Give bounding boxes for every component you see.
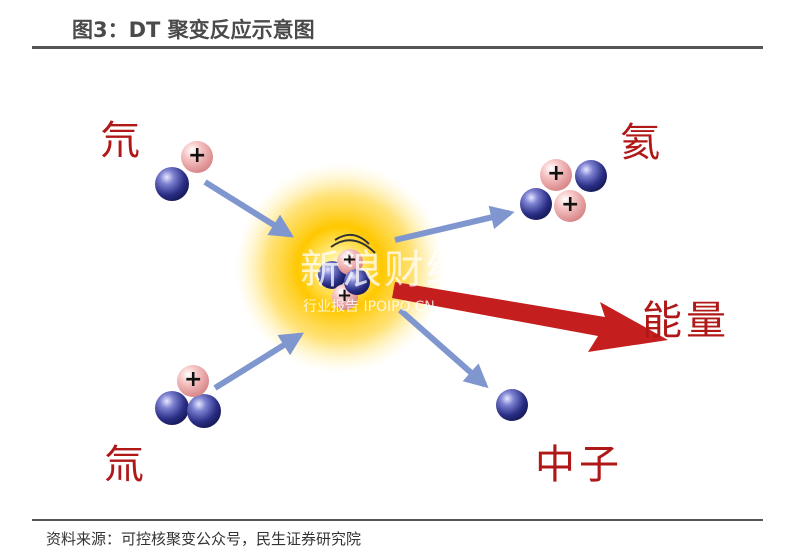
deuterium-nucleus (155, 141, 213, 201)
figure-title: 图3：DT 聚变反应示意图 (72, 18, 315, 42)
tritium-nucleus (155, 365, 221, 428)
free-neutron (496, 389, 528, 421)
proton-plus-sign: + (337, 285, 353, 306)
proton-plus-sign: + (547, 161, 566, 186)
tritium-arrow (213, 332, 305, 391)
proton-plus-sign: + (188, 143, 207, 168)
helium-arrow (394, 205, 515, 243)
tritium-label: 氚 (104, 442, 144, 488)
neutron-label: 中子 (535, 442, 623, 488)
deuterium-arrow (203, 179, 295, 238)
source-divider (32, 519, 763, 521)
neutron-arrow (398, 307, 489, 389)
proton-plus-sign: + (342, 249, 358, 270)
proton-plus-sign: + (184, 367, 203, 392)
watermark-logo: 新浪财经 (300, 247, 468, 293)
proton-plus-sign: + (561, 192, 580, 217)
helium-label: 氦 (620, 120, 660, 166)
title-divider (32, 46, 763, 49)
center-nucleus (318, 233, 376, 310)
energy-label: 能量 (642, 298, 730, 344)
energy-arrow (392, 282, 668, 352)
source-note: 资料来源：可控核聚变公众号，民生证券研究院 (46, 530, 362, 548)
watermark-subtext: 行业报告 IPOIPO.CN (303, 299, 435, 315)
helium-nucleus (520, 159, 607, 222)
deuterium-label: 氘 (100, 118, 140, 164)
